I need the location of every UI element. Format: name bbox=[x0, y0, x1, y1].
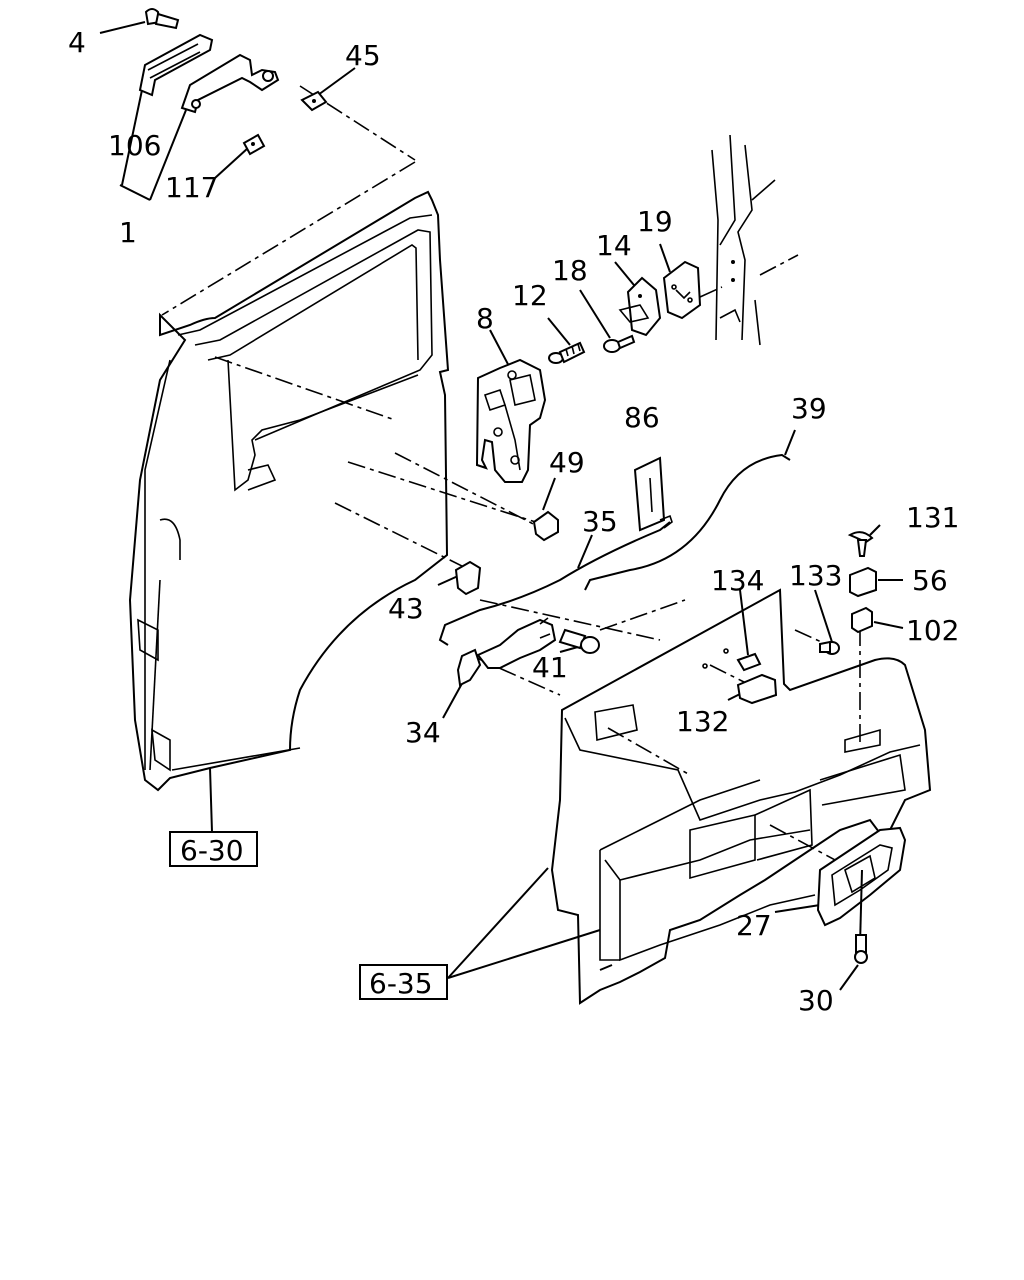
label-19: 19 bbox=[637, 205, 673, 238]
part-131-screw bbox=[847, 531, 874, 557]
label-131: 131 bbox=[906, 501, 959, 534]
label-43: 43 bbox=[388, 592, 424, 625]
label-49: 49 bbox=[549, 446, 585, 479]
b-pillar bbox=[711, 134, 799, 346]
label-34: 34 bbox=[405, 716, 441, 749]
label-117: 117 bbox=[165, 171, 218, 204]
label-35: 35 bbox=[582, 505, 618, 538]
part-45-pad bbox=[300, 90, 328, 112]
part-14-striker bbox=[618, 276, 662, 337]
label-30: 30 bbox=[798, 984, 834, 1017]
ref-6-30-text: 6-30 bbox=[180, 834, 244, 867]
part-39-rod bbox=[584, 453, 791, 591]
ref-6-35-text: 6-35 bbox=[369, 967, 433, 1000]
part-18-screw bbox=[603, 334, 636, 353]
part-4-screw bbox=[144, 8, 180, 30]
part-12-bolt bbox=[548, 341, 586, 364]
ref-box-6-30[interactable]: 6-30 bbox=[169, 831, 258, 867]
part-134-clip bbox=[723, 648, 762, 672]
ref-box-6-35[interactable]: 6-35 bbox=[359, 964, 448, 1000]
door-outer-shell bbox=[128, 190, 450, 833]
part-117-pad bbox=[242, 133, 266, 156]
label-18: 18 bbox=[552, 254, 588, 287]
label-102: 102 bbox=[906, 614, 959, 647]
label-45: 45 bbox=[345, 39, 381, 72]
part-133-screw bbox=[819, 640, 840, 655]
part-1-handle bbox=[180, 53, 280, 114]
label-39: 39 bbox=[791, 392, 827, 425]
part-35-rod bbox=[438, 521, 671, 646]
label-8: 8 bbox=[476, 302, 494, 335]
part-41-screw bbox=[558, 628, 600, 654]
label-1: 1 bbox=[119, 216, 137, 249]
label-14: 14 bbox=[596, 229, 632, 262]
leader-lines bbox=[99, 21, 904, 991]
part-8-door-lock bbox=[475, 358, 547, 483]
label-134: 134 bbox=[711, 564, 764, 597]
part-106-handle-cover bbox=[138, 33, 214, 97]
label-56: 56 bbox=[912, 564, 948, 597]
door-inner-panel bbox=[550, 588, 932, 1005]
callout-labels: 4 45 106 117 1 19 14 18 12 8 86 39 49 35… bbox=[68, 26, 959, 1017]
part-19-shim bbox=[662, 260, 702, 320]
label-106: 106 bbox=[108, 129, 161, 162]
label-4: 4 bbox=[68, 26, 86, 59]
label-133: 133 bbox=[789, 559, 842, 592]
part-86-bracket bbox=[633, 456, 673, 532]
label-12: 12 bbox=[512, 279, 548, 312]
label-41: 41 bbox=[532, 651, 568, 684]
part-132-bracket bbox=[702, 663, 778, 705]
part-30-screw bbox=[854, 869, 868, 964]
part-56-clip bbox=[849, 566, 877, 598]
label-27: 27 bbox=[736, 909, 772, 942]
part-43-retainer bbox=[454, 560, 482, 596]
part-34-bracket bbox=[456, 617, 557, 687]
label-86: 86 bbox=[624, 401, 660, 434]
part-102-clip bbox=[851, 606, 873, 634]
label-132: 132 bbox=[676, 705, 729, 738]
part-49-clip bbox=[532, 510, 559, 542]
